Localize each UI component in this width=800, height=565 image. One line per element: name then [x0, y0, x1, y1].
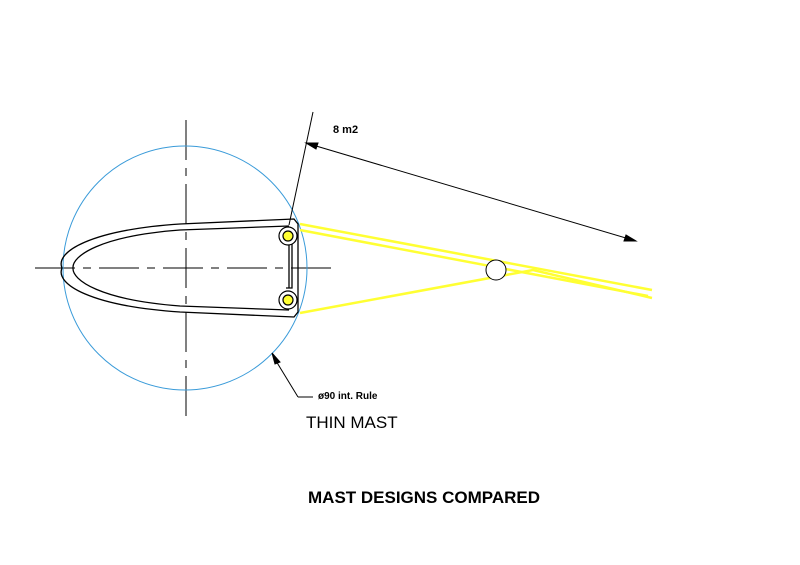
sail-upper-edge [299, 222, 653, 292]
area-arrow-left [304, 142, 319, 150]
sail-batten-marker [485, 259, 507, 281]
mast-type-label: THIN MAST [306, 413, 398, 432]
mast-outer-wall [60, 218, 299, 318]
rule-leader-arrow [271, 352, 281, 365]
area-dimension-line [305, 142, 637, 242]
upper-luff-rope [282, 230, 294, 242]
lower-luff-rope [282, 294, 294, 306]
rule-leader [271, 352, 313, 398]
mast-inner-wall [72, 225, 290, 311]
area-extension-line [288, 111, 314, 226]
rule-circle [62, 145, 308, 391]
sail [299, 222, 653, 315]
rule-diameter-label: ø90 int. Rule [318, 391, 378, 402]
centerlines [35, 120, 335, 418]
luff-grooves [278, 226, 298, 310]
sail-lower-edge [299, 268, 653, 315]
sail-area-label: 8 m2 [333, 124, 359, 136]
area-dimension [288, 111, 638, 242]
area-arrow-right [623, 234, 638, 242]
drawing-title: MAST DESIGNS COMPARED [308, 488, 541, 507]
sail-upper-edge-inner [299, 228, 649, 298]
